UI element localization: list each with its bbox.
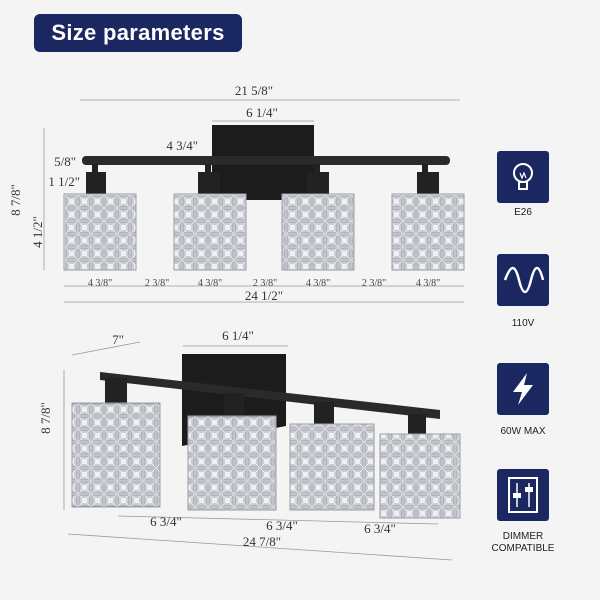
- side-height: 8 7/8": [38, 402, 53, 434]
- top-gap-2: 2 3/8": [253, 278, 277, 289]
- top-lamp-1: [63, 164, 137, 271]
- top-overall-width: 21 5/8": [235, 83, 273, 98]
- sine-wave-icon: [497, 254, 549, 306]
- side-lamp-1: [71, 378, 161, 508]
- top-shade-width-2: 4 3/8": [198, 278, 222, 289]
- top-total-height: 8 7/8": [8, 184, 23, 216]
- top-span-width: 24 1/2": [245, 288, 283, 303]
- side-lamp-3: [289, 402, 375, 511]
- bulb-icon: [497, 151, 549, 203]
- spec-label-voltage: 110V: [511, 318, 535, 329]
- spec-label-socket: E26: [514, 207, 532, 218]
- spec-label-wattage: 60W MAX: [500, 426, 546, 437]
- side-spacing-2: 6 3/4": [266, 518, 298, 533]
- top-shade-width-1: 4 3/8": [88, 278, 112, 289]
- lightning-icon: [497, 363, 549, 415]
- side-spacing-3: 6 3/4": [364, 521, 396, 536]
- top-shade-width-4: 4 3/8": [416, 278, 440, 289]
- top-lamp-2: [173, 164, 247, 271]
- top-gap-1: 2 3/8": [145, 278, 169, 289]
- side-plate-width: 6 1/4": [222, 328, 254, 343]
- top-gap-3: 2 3/8": [362, 278, 386, 289]
- side-lamp-2: [187, 393, 277, 511]
- top-lamp-3: [281, 164, 355, 271]
- top-plate-width: 6 1/4": [246, 105, 278, 120]
- spec-label-dimmer: DIMMER COMPATIBLE: [491, 531, 555, 554]
- side-total-width: 24 7/8": [243, 534, 281, 549]
- arm-bar: [82, 156, 450, 165]
- top-shade-width-3: 4 3/8": [306, 278, 330, 289]
- top-plate-height: 4 3/4": [166, 138, 198, 153]
- side-lamp-4: [379, 414, 461, 519]
- page-title: Size parameters: [34, 14, 242, 52]
- top-shade-height: 4 1/2": [30, 216, 45, 248]
- side-depth: 7": [112, 332, 124, 347]
- side-view: 7" 6 1/4" 8 7/8" 6 3/4" 6 3/4" 6 3/4": [38, 328, 461, 561]
- top-view: 21 5/8" 6 1/4" 8 7/8: [8, 83, 465, 303]
- top-lamp-4: [391, 164, 465, 271]
- side-arm-bar: [100, 372, 440, 419]
- side-spacing-1: 6 3/4": [150, 514, 182, 529]
- top-arm-thickness: 5/8": [54, 154, 76, 169]
- top-socket-height: 1 1/2": [48, 174, 80, 189]
- dimmer-switch-icon: [497, 469, 549, 521]
